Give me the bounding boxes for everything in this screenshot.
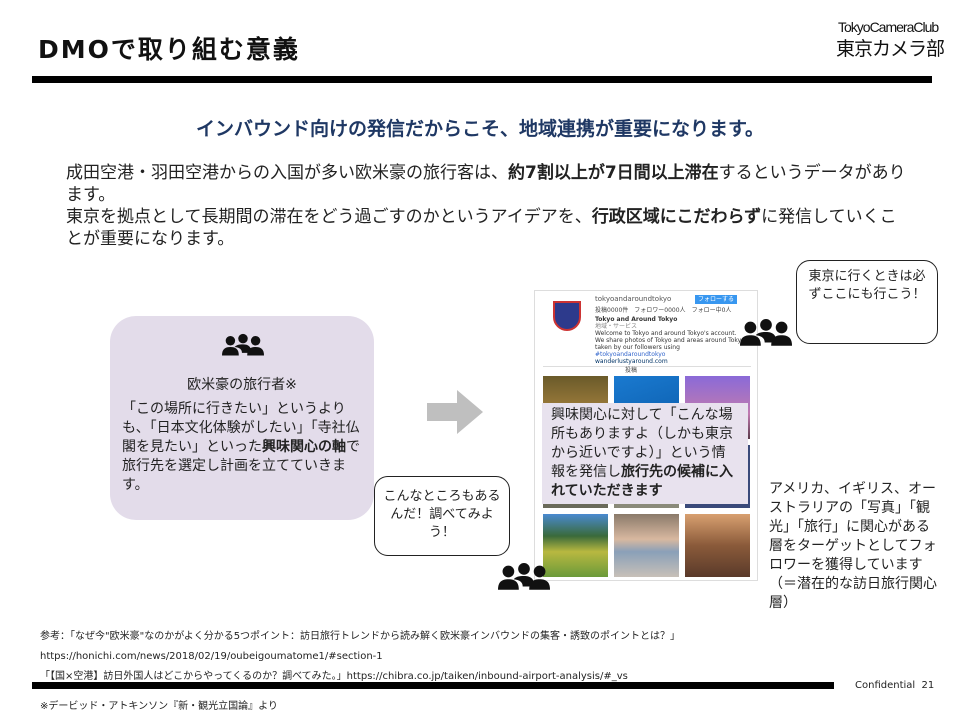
- traveler-text: 「この場所に行きたい」というよりも、「日本文化体験がしたい」「寺社仏閣を見たい」…: [122, 401, 360, 493]
- overlay-text: 興味関心に対して「こんな場所もありますよ（しかも東京から近いですよ）」という情報…: [542, 403, 748, 504]
- stats: 投稿0000件フォロワー0000人フォロー中0人: [595, 307, 732, 314]
- photo[interactable]: [685, 514, 750, 577]
- photo[interactable]: [614, 514, 679, 577]
- footnote: ※デービッド・アトキンソン『新・観光立国論』より: [40, 701, 278, 712]
- page-title: DMOで取り組む意義: [38, 35, 300, 64]
- references: 参考：「なぜ今"欧米豪"なのかがよく分かる5つポイント：訪日旅行トレンドから読み…: [40, 627, 680, 687]
- right-arrow-icon: [427, 390, 483, 434]
- account-logo: [553, 301, 581, 331]
- subtitle: インバウンド向けの発信だからこそ、地域連携が重要になります。: [195, 118, 765, 140]
- tab-posts[interactable]: 投稿: [625, 367, 638, 374]
- page-number: 21: [921, 680, 935, 691]
- people-icon: [498, 563, 550, 590]
- speech-bubble-bottom: こんなところもあるんだ！調べてみよう！: [374, 476, 510, 556]
- footer-divider: [32, 682, 834, 689]
- account-name: tokyoandaroundtokyo: [595, 295, 672, 303]
- speech-bubble-top: 東京に行くときは必ずここにも行こう！: [796, 260, 938, 344]
- traveler-label: 欧米豪の旅行者※: [187, 377, 297, 393]
- intro-text: 成田空港・羽田空港からの入国が多い欧米豪の旅行客は、約7割以上が7日間以上滞在す…: [66, 163, 906, 249]
- logo-jp: 東京カメラ部: [836, 38, 945, 60]
- reference-link[interactable]: https://honichi.com/news/2018/02/19/oube…: [40, 651, 383, 662]
- people-icon: [222, 333, 264, 356]
- confidential-label: Confidential 21: [855, 680, 935, 691]
- target-note: アメリカ、イギリス、オーストラリアの「写真」「観光」「旅行」に関心がある層をター…: [769, 481, 937, 611]
- photo[interactable]: [543, 514, 608, 577]
- logo: TokyoCameraClub: [838, 19, 939, 35]
- follow-button[interactable]: フォローする: [695, 295, 737, 304]
- header-divider: [32, 76, 932, 83]
- reference-link[interactable]: 「【国×空港】訪日外国人はどこからやってくるのか？調べてみた。」https://…: [40, 671, 628, 682]
- people-icon: [740, 319, 792, 346]
